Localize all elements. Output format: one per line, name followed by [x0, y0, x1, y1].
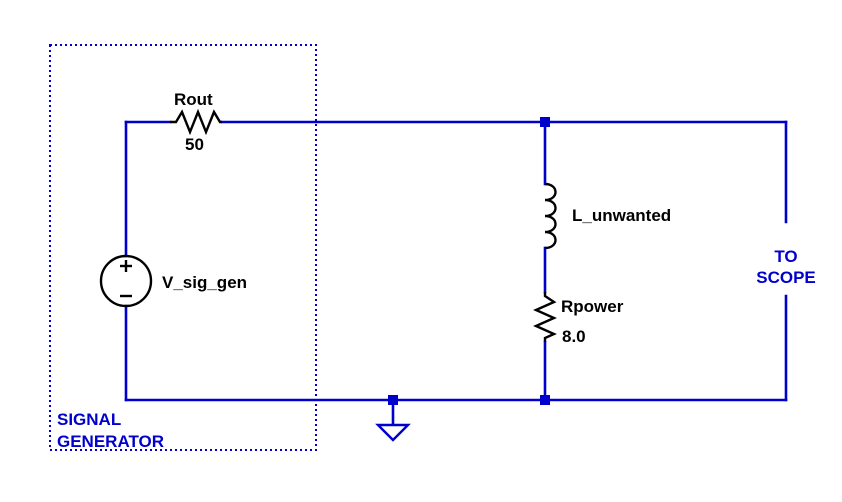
to-scope-label-line2: SCOPE: [756, 268, 816, 287]
resistor-rpower-icon: [533, 292, 557, 342]
rpower-value-label: 8.0: [562, 327, 586, 346]
inductor-icon: [544, 182, 557, 250]
junction-dot-bottom: [540, 395, 550, 405]
junction-dot-top: [540, 117, 550, 127]
source-name-label: V_sig_gen: [162, 273, 247, 292]
rpower-name-label: Rpower: [561, 297, 624, 316]
resistor-rout-icon: [170, 108, 222, 136]
junction-dot-ground: [388, 395, 398, 405]
voltage-source-icon: [99, 254, 153, 308]
to-scope-label-line1: TO: [774, 247, 797, 266]
signal-generator-label-line1: SIGNAL: [57, 410, 121, 429]
rout-name-label: Rout: [174, 90, 213, 109]
rout-value-label: 50: [185, 135, 204, 154]
signal-generator-label-line2: GENERATOR: [57, 432, 164, 451]
ground-icon: [375, 423, 411, 442]
inductor-name-label: L_unwanted: [572, 206, 671, 225]
